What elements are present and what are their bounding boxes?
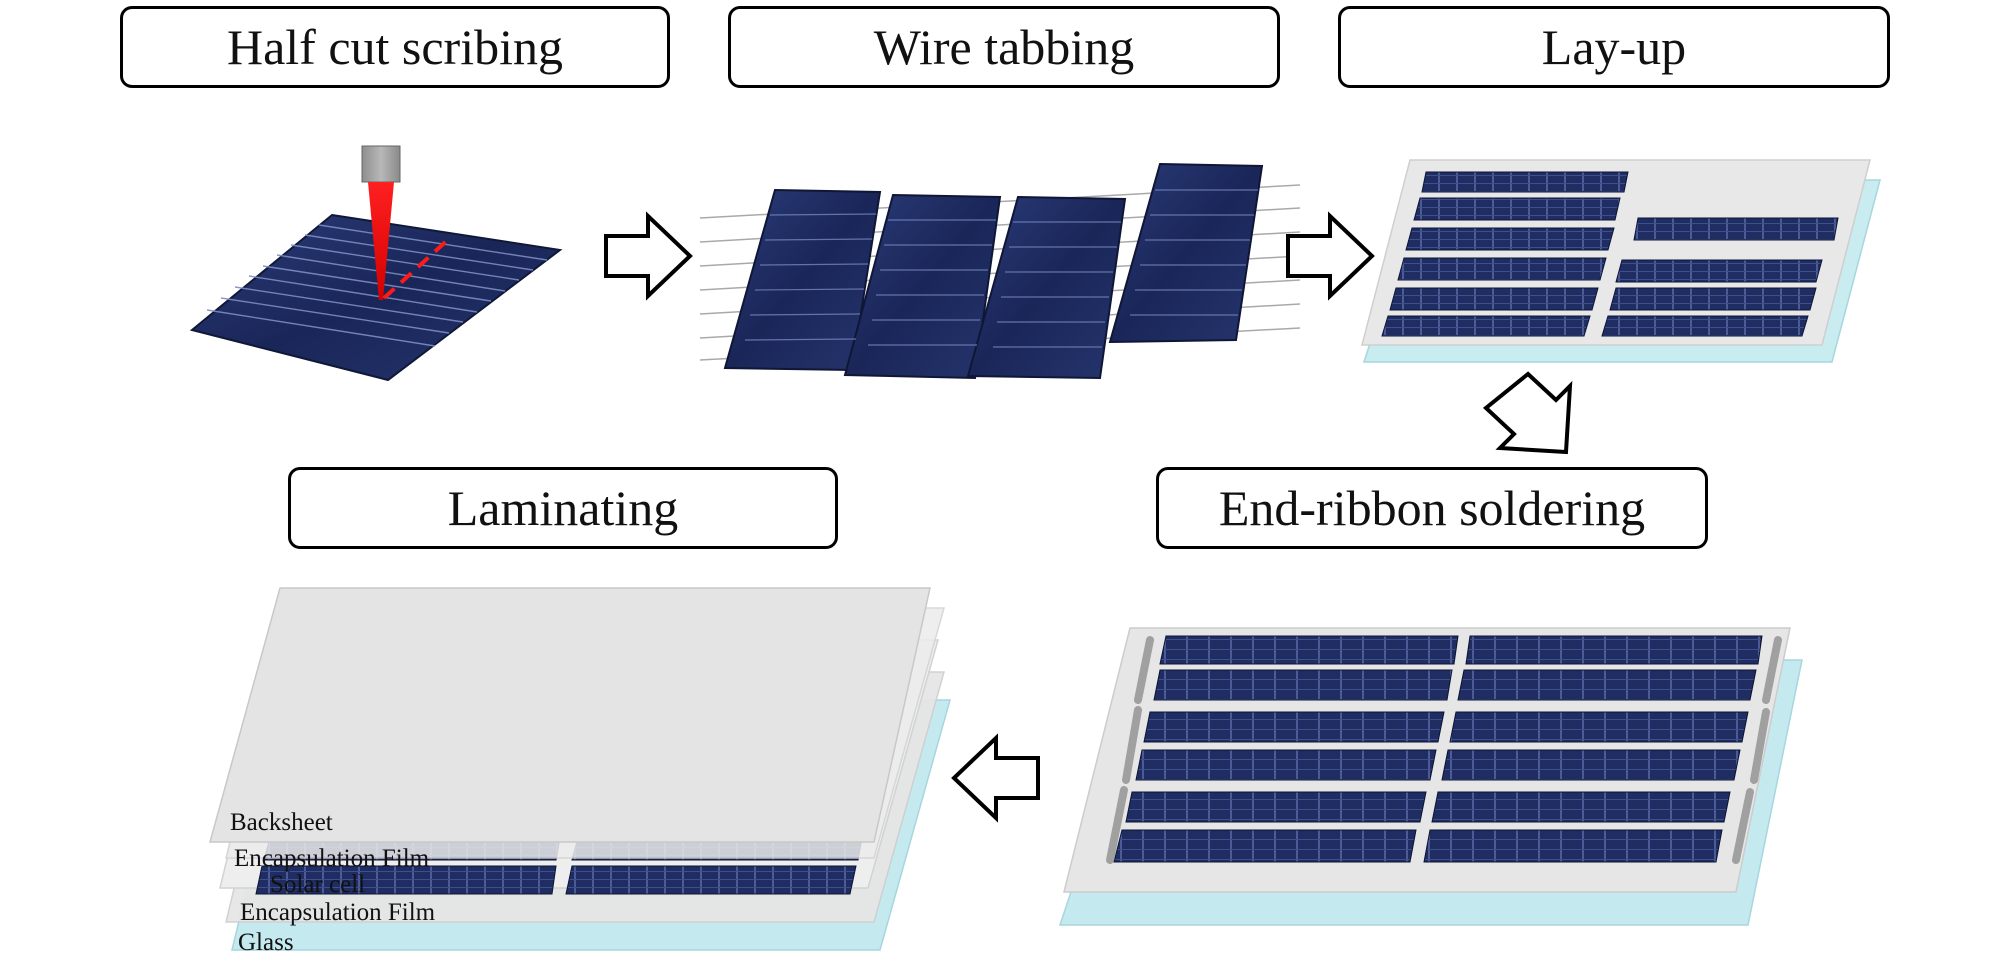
layup-cell-strings (1381, 171, 1839, 337)
step-wire-tabbing: Wire tabbing (728, 6, 1280, 88)
step-label: Wire tabbing (873, 19, 1135, 75)
tabbed-cell-4 (1108, 162, 1264, 344)
label-solar-cell: Solar cell (270, 871, 365, 898)
tabbed-cell-3 (966, 195, 1127, 380)
wafer-busbars (206, 224, 548, 347)
step-lay-up: Lay-up (1338, 6, 1890, 88)
scribing-wafer-illustration (189, 145, 563, 382)
lay-up-illustration (1361, 159, 1881, 363)
right-arrow-icon (604, 211, 693, 301)
step-label: Lay-up (1541, 19, 1687, 75)
step-label: Laminating (447, 480, 679, 536)
step-label: End-ribbon soldering (1218, 480, 1646, 536)
tabbed-cell-2 (843, 193, 1002, 380)
left-arrow-icon (951, 733, 1040, 823)
end-ribbons (1106, 636, 1782, 864)
soldered-cell-strings (1113, 635, 1763, 863)
laser-head-icon (361, 145, 401, 183)
layer-backsheet (209, 587, 931, 843)
wire-tabbing-illustration (699, 162, 1301, 380)
step-half-cut-scribing: Half cut scribing (120, 6, 670, 88)
label-encapsulation-top: Encapsulation Film (234, 845, 430, 872)
right-arrow-icon (1286, 211, 1375, 301)
label-encapsulation-bottom: Encapsulation Film (240, 899, 436, 926)
label-backsheet: Backsheet (230, 809, 333, 836)
step-end-ribbon-soldering: End-ribbon soldering (1156, 467, 1708, 549)
cell-fingers (744, 189, 1258, 348)
laminating-illustration: Backsheet Encapsulation Film Solar cell … (209, 587, 951, 956)
step-label: Half cut scribing (226, 19, 563, 75)
label-glass: Glass (238, 929, 294, 956)
scribe-line (382, 234, 454, 300)
down-left-arrow-icon (1482, 371, 1573, 455)
laser-beam (368, 182, 394, 300)
end-ribbon-illustration (1058, 627, 1803, 926)
step-laminating: Laminating (288, 467, 838, 549)
